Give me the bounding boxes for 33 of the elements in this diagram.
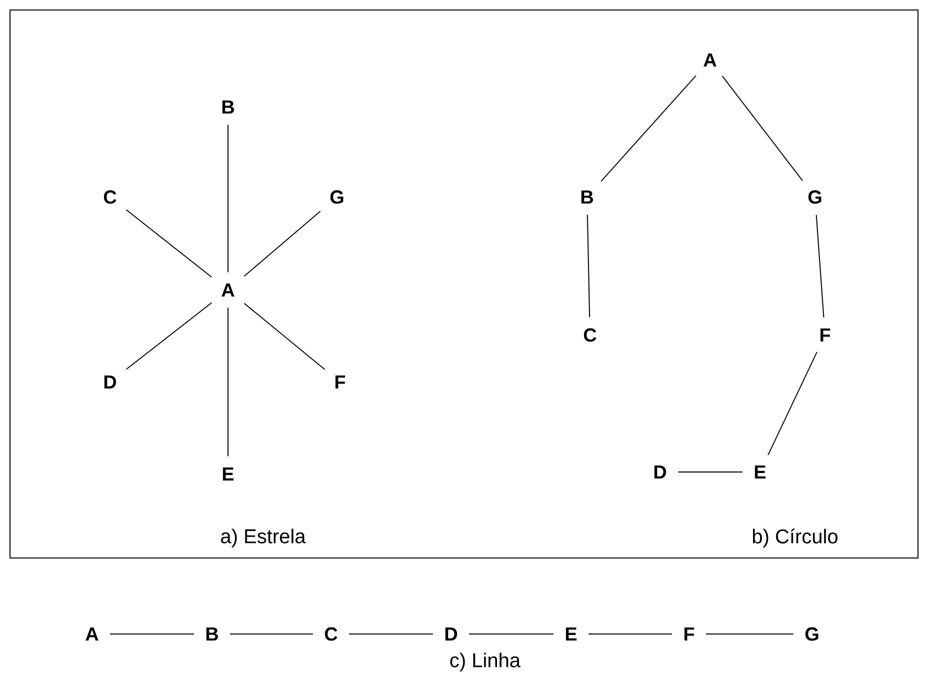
node-letter: G	[805, 627, 818, 641]
node-letter: D	[104, 375, 116, 389]
connector-line	[126, 209, 212, 278]
node-letter: C	[584, 328, 596, 342]
node-letter: C	[104, 190, 116, 204]
node-letter: B	[581, 190, 593, 204]
caption: b) Círculo	[752, 528, 838, 548]
node-letter: F	[684, 627, 694, 641]
connector-line	[722, 76, 804, 182]
caption: a) Estrela	[221, 528, 306, 548]
node-letter: A	[86, 627, 98, 641]
connector-line	[244, 302, 326, 370]
node-letter: E	[754, 465, 766, 479]
connector-line	[126, 302, 212, 370]
connector-line	[768, 351, 818, 456]
caption: c) Linha	[450, 652, 521, 672]
node-letter: F	[335, 375, 346, 389]
node-letter: E	[566, 627, 577, 641]
connector-line	[244, 210, 321, 277]
node-letter: F	[820, 328, 830, 342]
node-letter: E	[222, 467, 234, 481]
node-letter: D	[445, 627, 458, 641]
node-letter: A	[704, 53, 716, 67]
node-letter: B	[206, 627, 218, 641]
node-letter: D	[654, 465, 666, 479]
connector-line	[586, 214, 590, 318]
node-letter: A	[222, 283, 234, 297]
node-letter: G	[808, 190, 822, 204]
node-letter: G	[330, 190, 344, 204]
connector-line	[816, 214, 824, 318]
connector-line	[600, 75, 696, 182]
node-letter: C	[324, 627, 338, 641]
node-letter: B	[222, 100, 234, 114]
